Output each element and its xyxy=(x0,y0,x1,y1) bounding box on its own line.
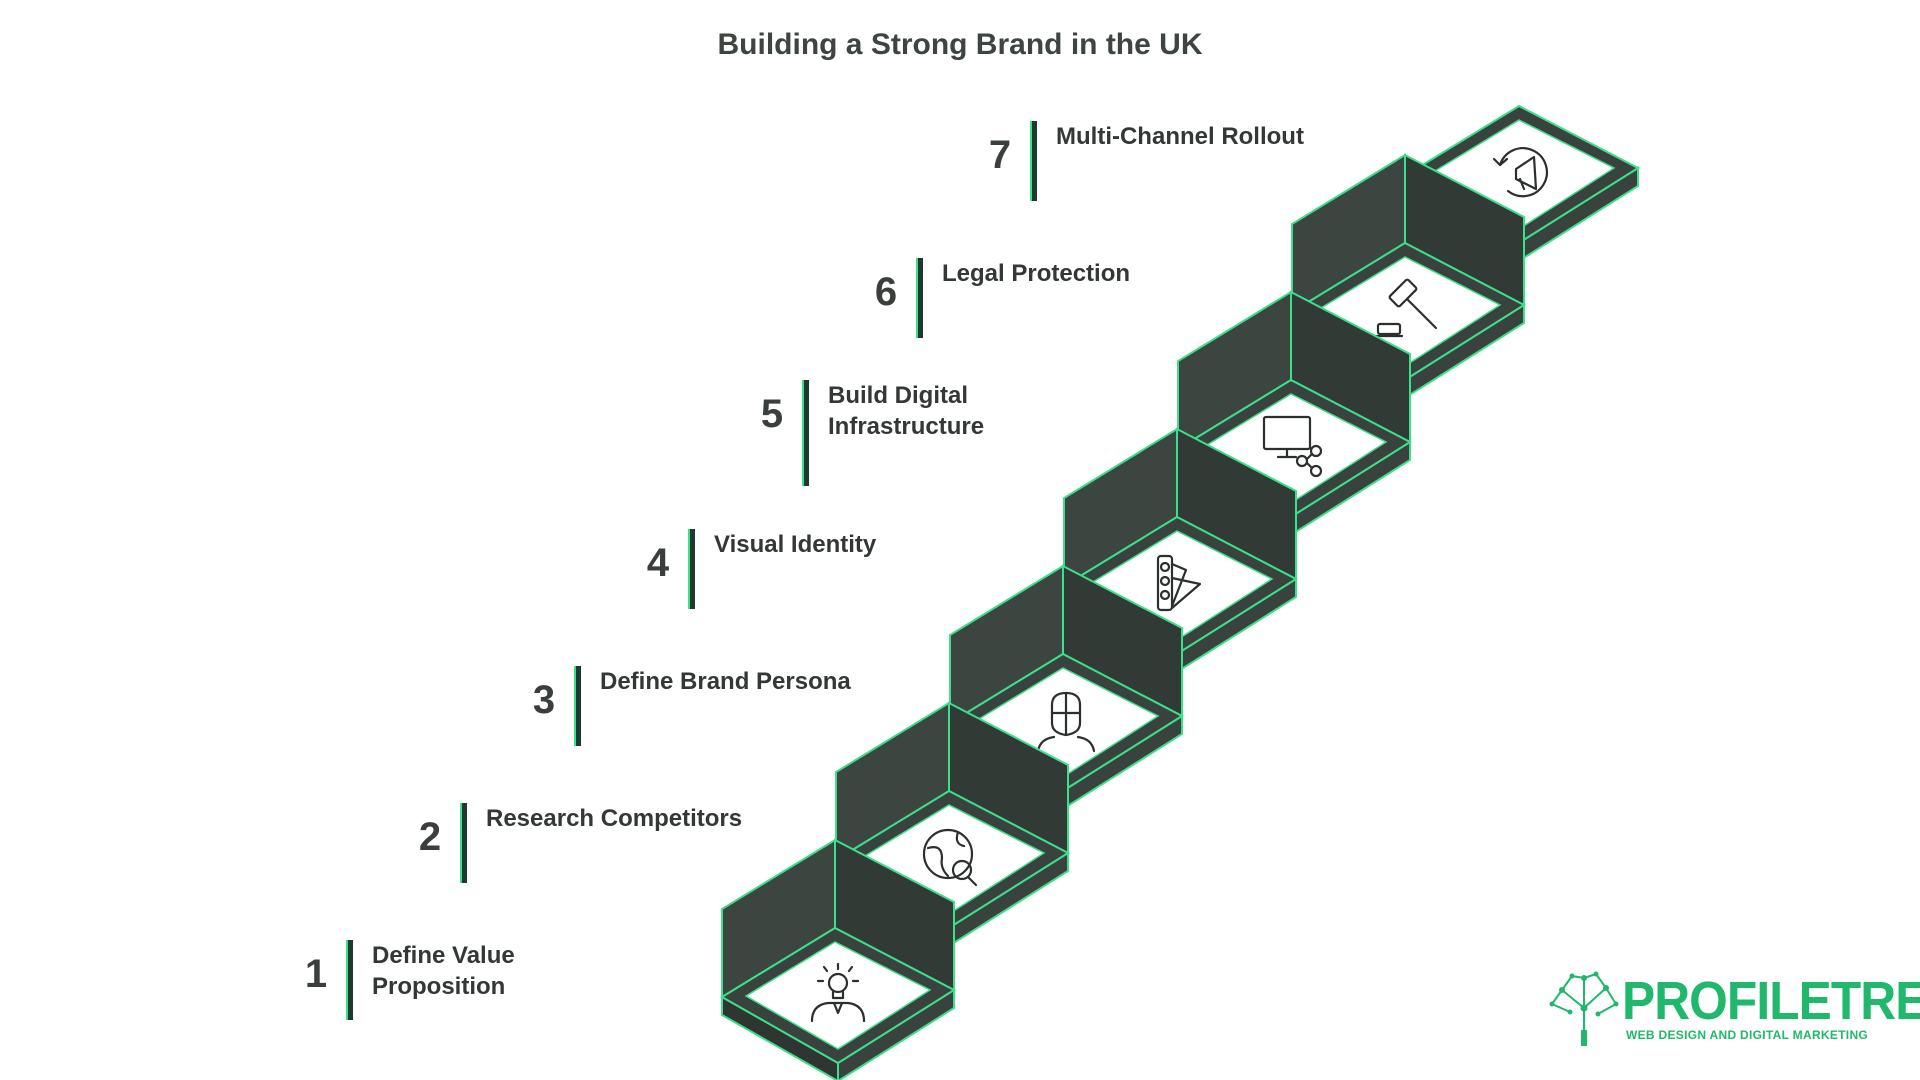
step-divider xyxy=(688,529,695,609)
step-label: Define Brand Persona xyxy=(600,668,851,695)
stair-step-1 xyxy=(720,838,957,1080)
step-number: 7 xyxy=(988,133,1012,177)
step-label: Research Competitors xyxy=(486,805,743,832)
step-number: 5 xyxy=(760,392,784,436)
step-divider xyxy=(460,803,467,883)
step-label: Legal Protection xyxy=(942,260,1131,287)
step-number: 4 xyxy=(646,541,670,585)
step-label: Build Digital Infrastructure xyxy=(828,382,985,440)
logo-wordmark: PROFILETREE xyxy=(1622,971,1920,1031)
step-divider xyxy=(1030,121,1037,201)
step-number: 1 xyxy=(304,952,328,996)
step-label: Define Value Proposition xyxy=(372,942,515,1000)
step-divider xyxy=(916,258,923,338)
color-palette-icon xyxy=(1156,554,1202,612)
step-divider xyxy=(574,666,581,746)
monitor-network-icon xyxy=(1262,415,1323,478)
step-divider xyxy=(346,940,353,1020)
step-number: 2 xyxy=(418,815,442,859)
tree-network-icon xyxy=(1549,971,1619,1046)
step-label: Multi-Channel Rollout xyxy=(1056,123,1304,150)
gavel-icon xyxy=(1374,278,1438,338)
lightbulb-person-icon xyxy=(810,962,866,1023)
step-label: Visual Identity xyxy=(714,531,877,558)
profiletree-logo: PROFILETREE WEB DESIGN AND DIGITAL MARKE… xyxy=(1548,968,1920,1046)
globe-search-icon xyxy=(922,828,978,887)
page-title: Building a Strong Brand in the UK xyxy=(717,28,1203,61)
step-number: 6 xyxy=(874,270,898,314)
step-divider xyxy=(802,380,809,486)
logo-tagline: WEB DESIGN AND DIGITAL MARKETING xyxy=(1626,1028,1869,1042)
megaphone-cycle-icon xyxy=(1492,147,1548,198)
step-number: 3 xyxy=(532,678,556,722)
